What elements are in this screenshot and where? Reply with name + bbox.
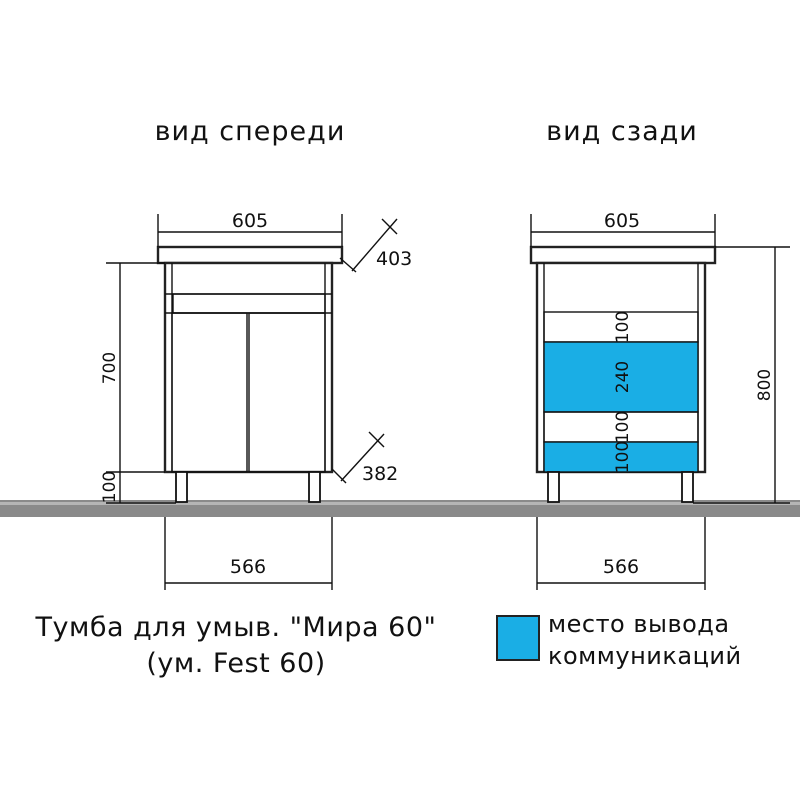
legend-line-1: место вывода: [548, 610, 730, 638]
back-zone-label-1: 100: [613, 311, 633, 343]
back-view-title: вид сзади: [546, 116, 698, 147]
front-door-left: [171, 312, 248, 473]
front-width-bottom-label: 566: [230, 556, 266, 578]
front-door-right: [248, 312, 326, 473]
back-width-bottom-label: 566: [603, 556, 639, 578]
front-leg-left: [175, 471, 188, 503]
back-basin-top: [529, 245, 717, 265]
back-zone-label-3: 100: [613, 411, 633, 443]
back-leg-left: [547, 471, 560, 503]
front-view-title: вид спереди: [155, 116, 346, 147]
front-leg-right: [308, 471, 321, 503]
caption-line-1: Тумба для умыв. "Мира 60": [35, 612, 437, 643]
back-leg-right: [681, 471, 694, 503]
front-basin-top: [156, 245, 344, 265]
back-communication-zone-lower: [543, 441, 699, 473]
back-zone-label-4: 100: [613, 441, 633, 473]
front-leg-height-label: 100: [100, 471, 120, 503]
back-width-top-label: 605: [604, 210, 640, 232]
front-view: 605 403 700 100 382 566: [100, 210, 412, 590]
floor-band-highlight: [0, 502, 800, 505]
back-communication-zone-upper: [543, 341, 699, 413]
back-height-label: 800: [755, 369, 775, 401]
caption-line-2: (ум. Fest 60): [146, 648, 325, 679]
legend-line-2: коммуникаций: [548, 642, 742, 670]
legend-swatch: [496, 615, 540, 661]
front-depth-bottom-label: 382: [362, 463, 398, 485]
front-depth-top-label: 403: [376, 248, 412, 270]
front-height-label: 700: [100, 352, 120, 384]
front-width-top-label: 605: [232, 210, 268, 232]
back-view: 100 240 100 100 605 800 566: [529, 210, 790, 590]
back-zone-label-2: 240: [613, 361, 633, 393]
